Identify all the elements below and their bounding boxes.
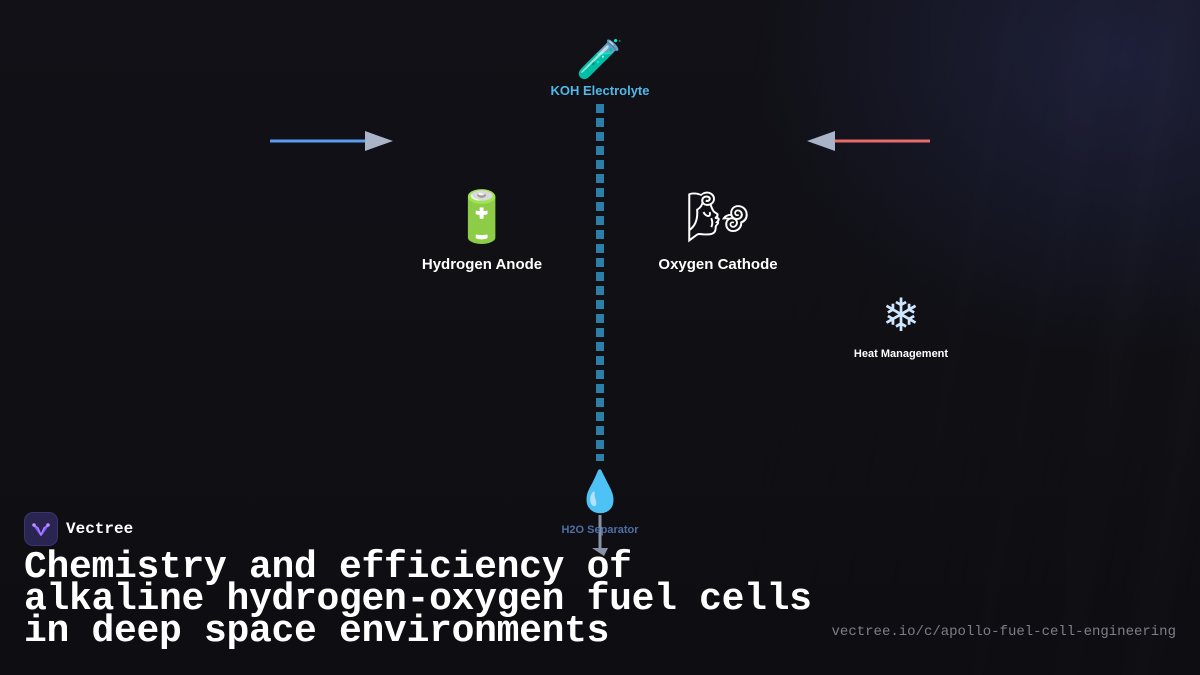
koh-electrolyte-node: 🧪 KOH Electrolyte	[551, 40, 650, 98]
h2o-separator-label: H2O Separator	[561, 524, 639, 536]
source-url: vectree.io/c/apollo-fuel-cell-engineerin…	[831, 624, 1176, 640]
hydrogen-anode-label: Hydrogen Anode	[421, 256, 543, 273]
heat-management-label: Heat Management	[853, 348, 949, 360]
hydrogen-anode-node: 🔋 Hydrogen Anode	[422, 192, 542, 273]
wind-face-icon: 🌬	[686, 188, 750, 246]
brand: Vectree	[24, 512, 133, 546]
oxygen-inlet-arrowhead	[807, 131, 835, 151]
oxygen-cathode-node: 🌬 Oxygen Cathode	[658, 192, 777, 273]
heat-management-node: ❄ Heat Management	[854, 292, 948, 360]
h2o-separator-node: 💧 H2O Separator	[561, 472, 638, 536]
snowflake-icon: ❄	[881, 288, 921, 342]
separator-drain-outlet	[592, 548, 608, 556]
koh-electrolyte-label: KOH Electrolyte	[550, 83, 650, 98]
vectree-logo-icon	[24, 512, 58, 546]
droplet-icon: 💧	[575, 469, 625, 515]
test-tube-icon: 🧪	[576, 37, 624, 81]
brand-name: Vectree	[66, 520, 134, 538]
oxygen-cathode-label: Oxygen Cathode	[658, 256, 778, 273]
battery-icon: 🔋	[450, 188, 514, 246]
hydrogen-inlet-arrowhead	[365, 131, 393, 151]
page-title: Chemistry and efficiency of alkaline hyd…	[24, 546, 812, 653]
